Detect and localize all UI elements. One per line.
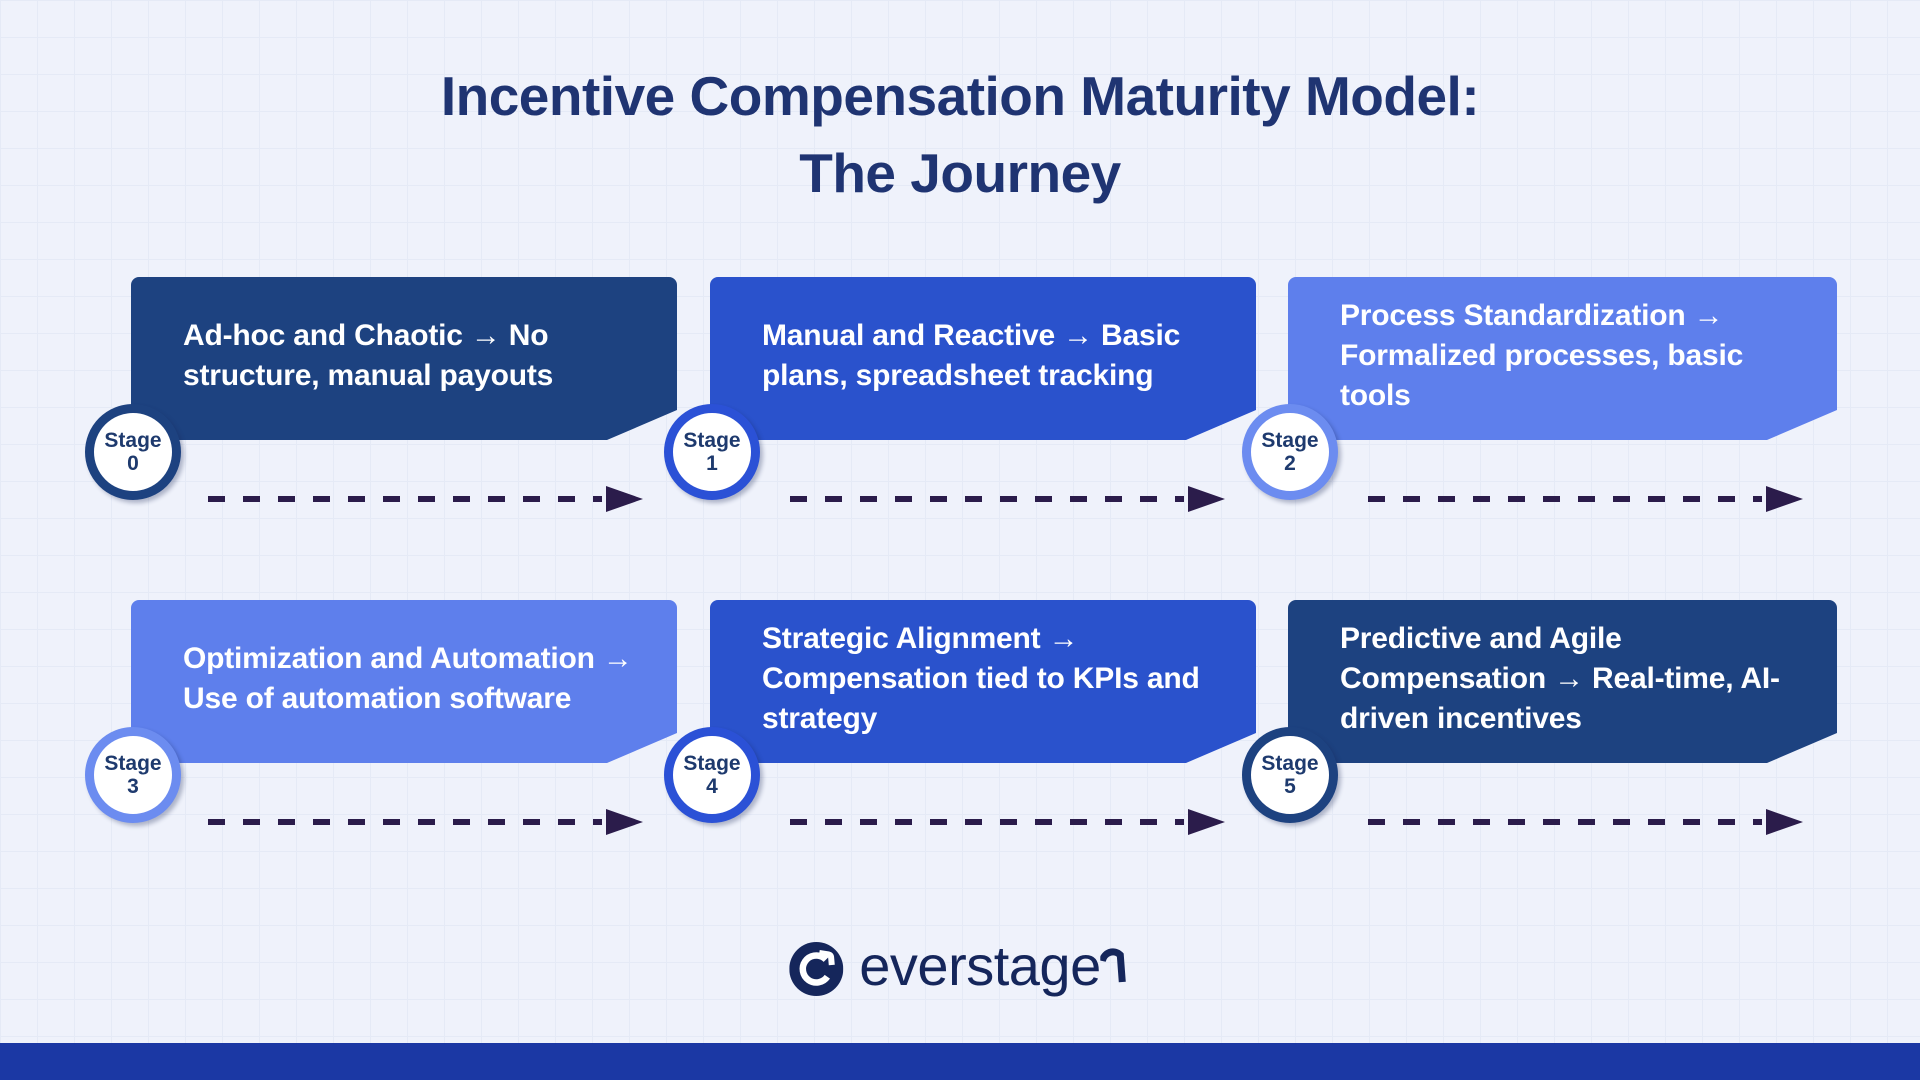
footer-accent-bar — [0, 1043, 1920, 1080]
stage-5-badge: Stage 5 — [1242, 727, 1338, 823]
stage-5-badge-number: 5 — [1284, 775, 1296, 798]
everstage-corner-mark-icon — [1100, 948, 1127, 983]
dashed-arrow-icon — [1368, 809, 1803, 835]
stage-5-description: Predictive and Agile Compensation → Real… — [1340, 621, 1780, 735]
stage-0-badge: Stage 0 — [85, 404, 181, 500]
stage-1-description: Manual and Reactive → Basic plans, sprea… — [762, 318, 1181, 392]
stage-card-5: Predictive and Agile Compensation → Real… — [1242, 600, 1837, 823]
stage-2-box: Process Standardization → Formalized pro… — [1288, 277, 1837, 440]
stage-1-box: Manual and Reactive → Basic plans, sprea… — [710, 277, 1256, 440]
stage-3-badge-label: Stage — [104, 752, 162, 775]
everstage-wordmark: everstage — [859, 934, 1101, 997]
stage-4-description: Strategic Alignment → Compensation tied … — [762, 621, 1200, 735]
stage-card-2: Process Standardization → Formalized pro… — [1242, 277, 1837, 500]
stage-0-description: Ad-hoc and Chaotic → No structure, manua… — [183, 318, 554, 392]
stage-3-badge-number: 3 — [127, 775, 139, 798]
stage-5-box: Predictive and Agile Compensation → Real… — [1288, 600, 1837, 763]
page-title-line2: The Journey — [799, 142, 1121, 204]
stage-2-badge-label: Stage — [1261, 429, 1319, 452]
stage-3-description: Optimization and Automation → Use of aut… — [183, 641, 633, 715]
stage-4-badge-number: 4 — [706, 775, 718, 798]
stage-3-box: Optimization and Automation → Use of aut… — [131, 600, 677, 763]
stage-3-badge: Stage 3 — [85, 727, 181, 823]
page-title: Incentive Compensation Maturity Model: T… — [0, 58, 1920, 212]
page-title-line1: Incentive Compensation Maturity Model: — [440, 65, 1480, 127]
stage-card-0: Ad-hoc and Chaotic → No structure, manua… — [85, 277, 677, 500]
stage-card-4: Strategic Alignment → Compensation tied … — [664, 600, 1256, 823]
everstage-logo-icon — [789, 942, 844, 996]
stage-5-badge-label: Stage — [1261, 752, 1319, 775]
dashed-arrow-icon — [790, 809, 1225, 835]
stage-1-badge-number: 1 — [706, 452, 718, 475]
dashed-arrow-icon — [208, 486, 643, 512]
stage-4-badge: Stage 4 — [664, 727, 760, 823]
stage-4-badge-label: Stage — [683, 752, 741, 775]
dashed-arrow-icon — [208, 809, 643, 835]
stage-1-badge-label: Stage — [683, 429, 741, 452]
stage-card-1: Manual and Reactive → Basic plans, sprea… — [664, 277, 1256, 500]
stage-0-badge-label: Stage — [104, 429, 162, 452]
stage-2-badge-number: 2 — [1284, 452, 1296, 475]
stage-4-box: Strategic Alignment → Compensation tied … — [710, 600, 1256, 763]
stage-card-3: Optimization and Automation → Use of aut… — [85, 600, 677, 823]
stage-1-badge: Stage 1 — [664, 404, 760, 500]
stage-0-badge-number: 0 — [127, 452, 139, 475]
dashed-arrow-icon — [1368, 486, 1803, 512]
stage-0-box: Ad-hoc and Chaotic → No structure, manua… — [131, 277, 677, 440]
dashed-arrow-icon — [790, 486, 1225, 512]
stage-2-description: Process Standardization → Formalized pro… — [1340, 298, 1744, 412]
stage-2-badge: Stage 2 — [1242, 404, 1338, 500]
everstage-logo: everstage — [789, 938, 1130, 1000]
